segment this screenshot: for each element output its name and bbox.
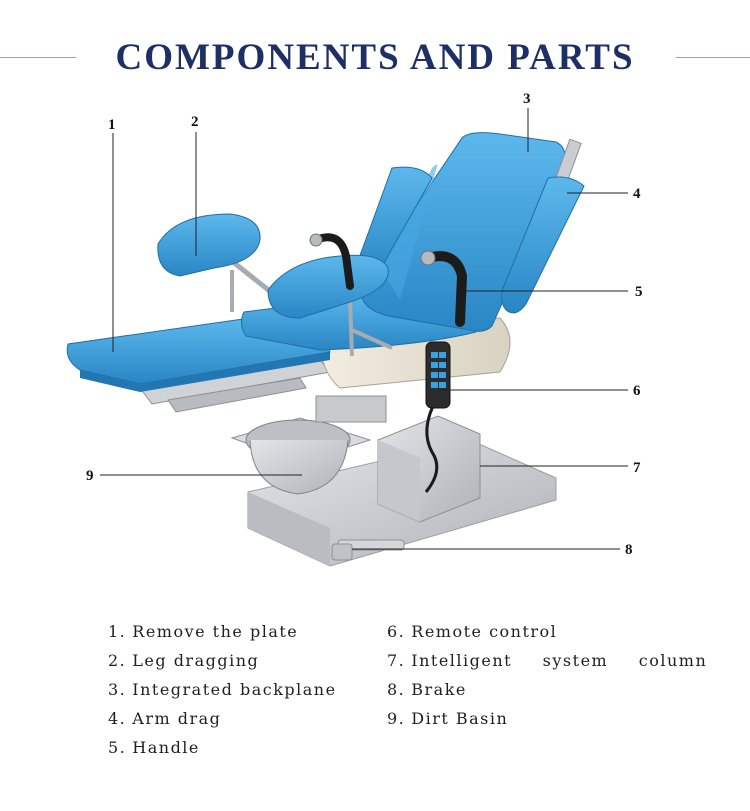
legend-item-9: 9.Dirt Basin — [387, 709, 509, 728]
legend-item-8: 8.Brake — [387, 680, 467, 699]
callout-3: 3 — [523, 91, 531, 107]
legend-item-7: 7.Intelligent system column — [387, 651, 708, 670]
leg-dragging-right — [267, 254, 393, 357]
callout-6: 6 — [633, 383, 641, 399]
callout-7: 7 — [633, 460, 641, 476]
legend-item-1: 1.Remove the plate — [108, 622, 299, 641]
legend-item-6: 6.Remote control — [387, 622, 558, 641]
callout-4: 4 — [633, 186, 641, 202]
leg-dragging-left — [157, 213, 278, 312]
title-rule-left — [0, 57, 76, 58]
backplane — [360, 132, 582, 332]
handle-right — [420, 250, 468, 327]
callout-5: 5 — [635, 284, 643, 300]
callout-9: 9 — [86, 468, 94, 484]
legend-item-2: 2.Leg dragging — [108, 651, 260, 670]
legend-column-1: 1.Remove the plate 2.Leg dragging 3.Inte… — [108, 617, 337, 762]
callout-8: 8 — [625, 542, 633, 558]
dirt-basin — [230, 417, 372, 495]
handle-left — [309, 233, 354, 290]
title-rule-right — [676, 57, 750, 58]
remote-control — [424, 341, 451, 493]
legend-column-2: 6.Remote control 7.Intelligent system co… — [387, 617, 707, 733]
arm-drag-right — [500, 176, 585, 314]
legend-item-3: 3.Integrated backplane — [108, 680, 337, 699]
page-title: COMPONENTS AND PARTS — [115, 37, 635, 78]
callout-1: 1 — [108, 117, 116, 133]
legend-item-5: 5.Handle — [108, 738, 200, 757]
legend-item-4: 4.Arm drag — [108, 709, 222, 728]
chair-diagram: 1 2 3 4 5 6 7 8 9 — [66, 91, 643, 567]
system-column — [377, 415, 481, 523]
callout-2: 2 — [191, 114, 199, 130]
leader-lines — [100, 108, 628, 550]
brake-lever — [331, 539, 405, 561]
